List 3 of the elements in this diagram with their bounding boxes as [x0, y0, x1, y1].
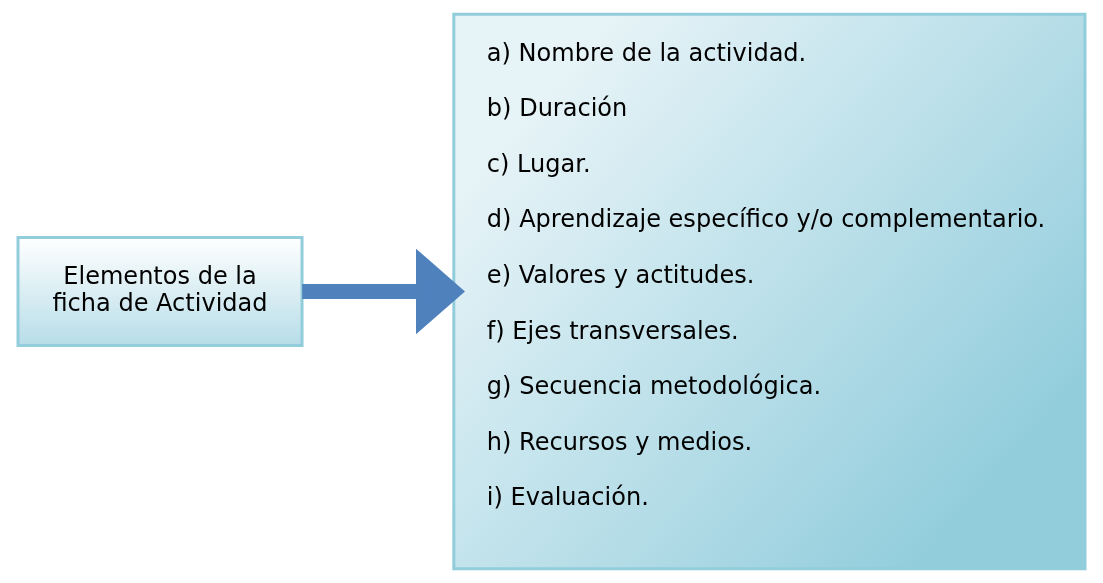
node-box: Elementos de la ficha de Actividad	[16, 235, 304, 348]
arrow	[302, 248, 465, 335]
node-box: a) Nombre de la actividad. b) Duración c) Lugar. d) Aprendizaje específico y/o complementario. e) Valores y actitudes. f) Ejes transversales. g) Secuencia metodológica. h) Recursos y medios. i) Evaluación.	[452, 12, 1087, 571]
